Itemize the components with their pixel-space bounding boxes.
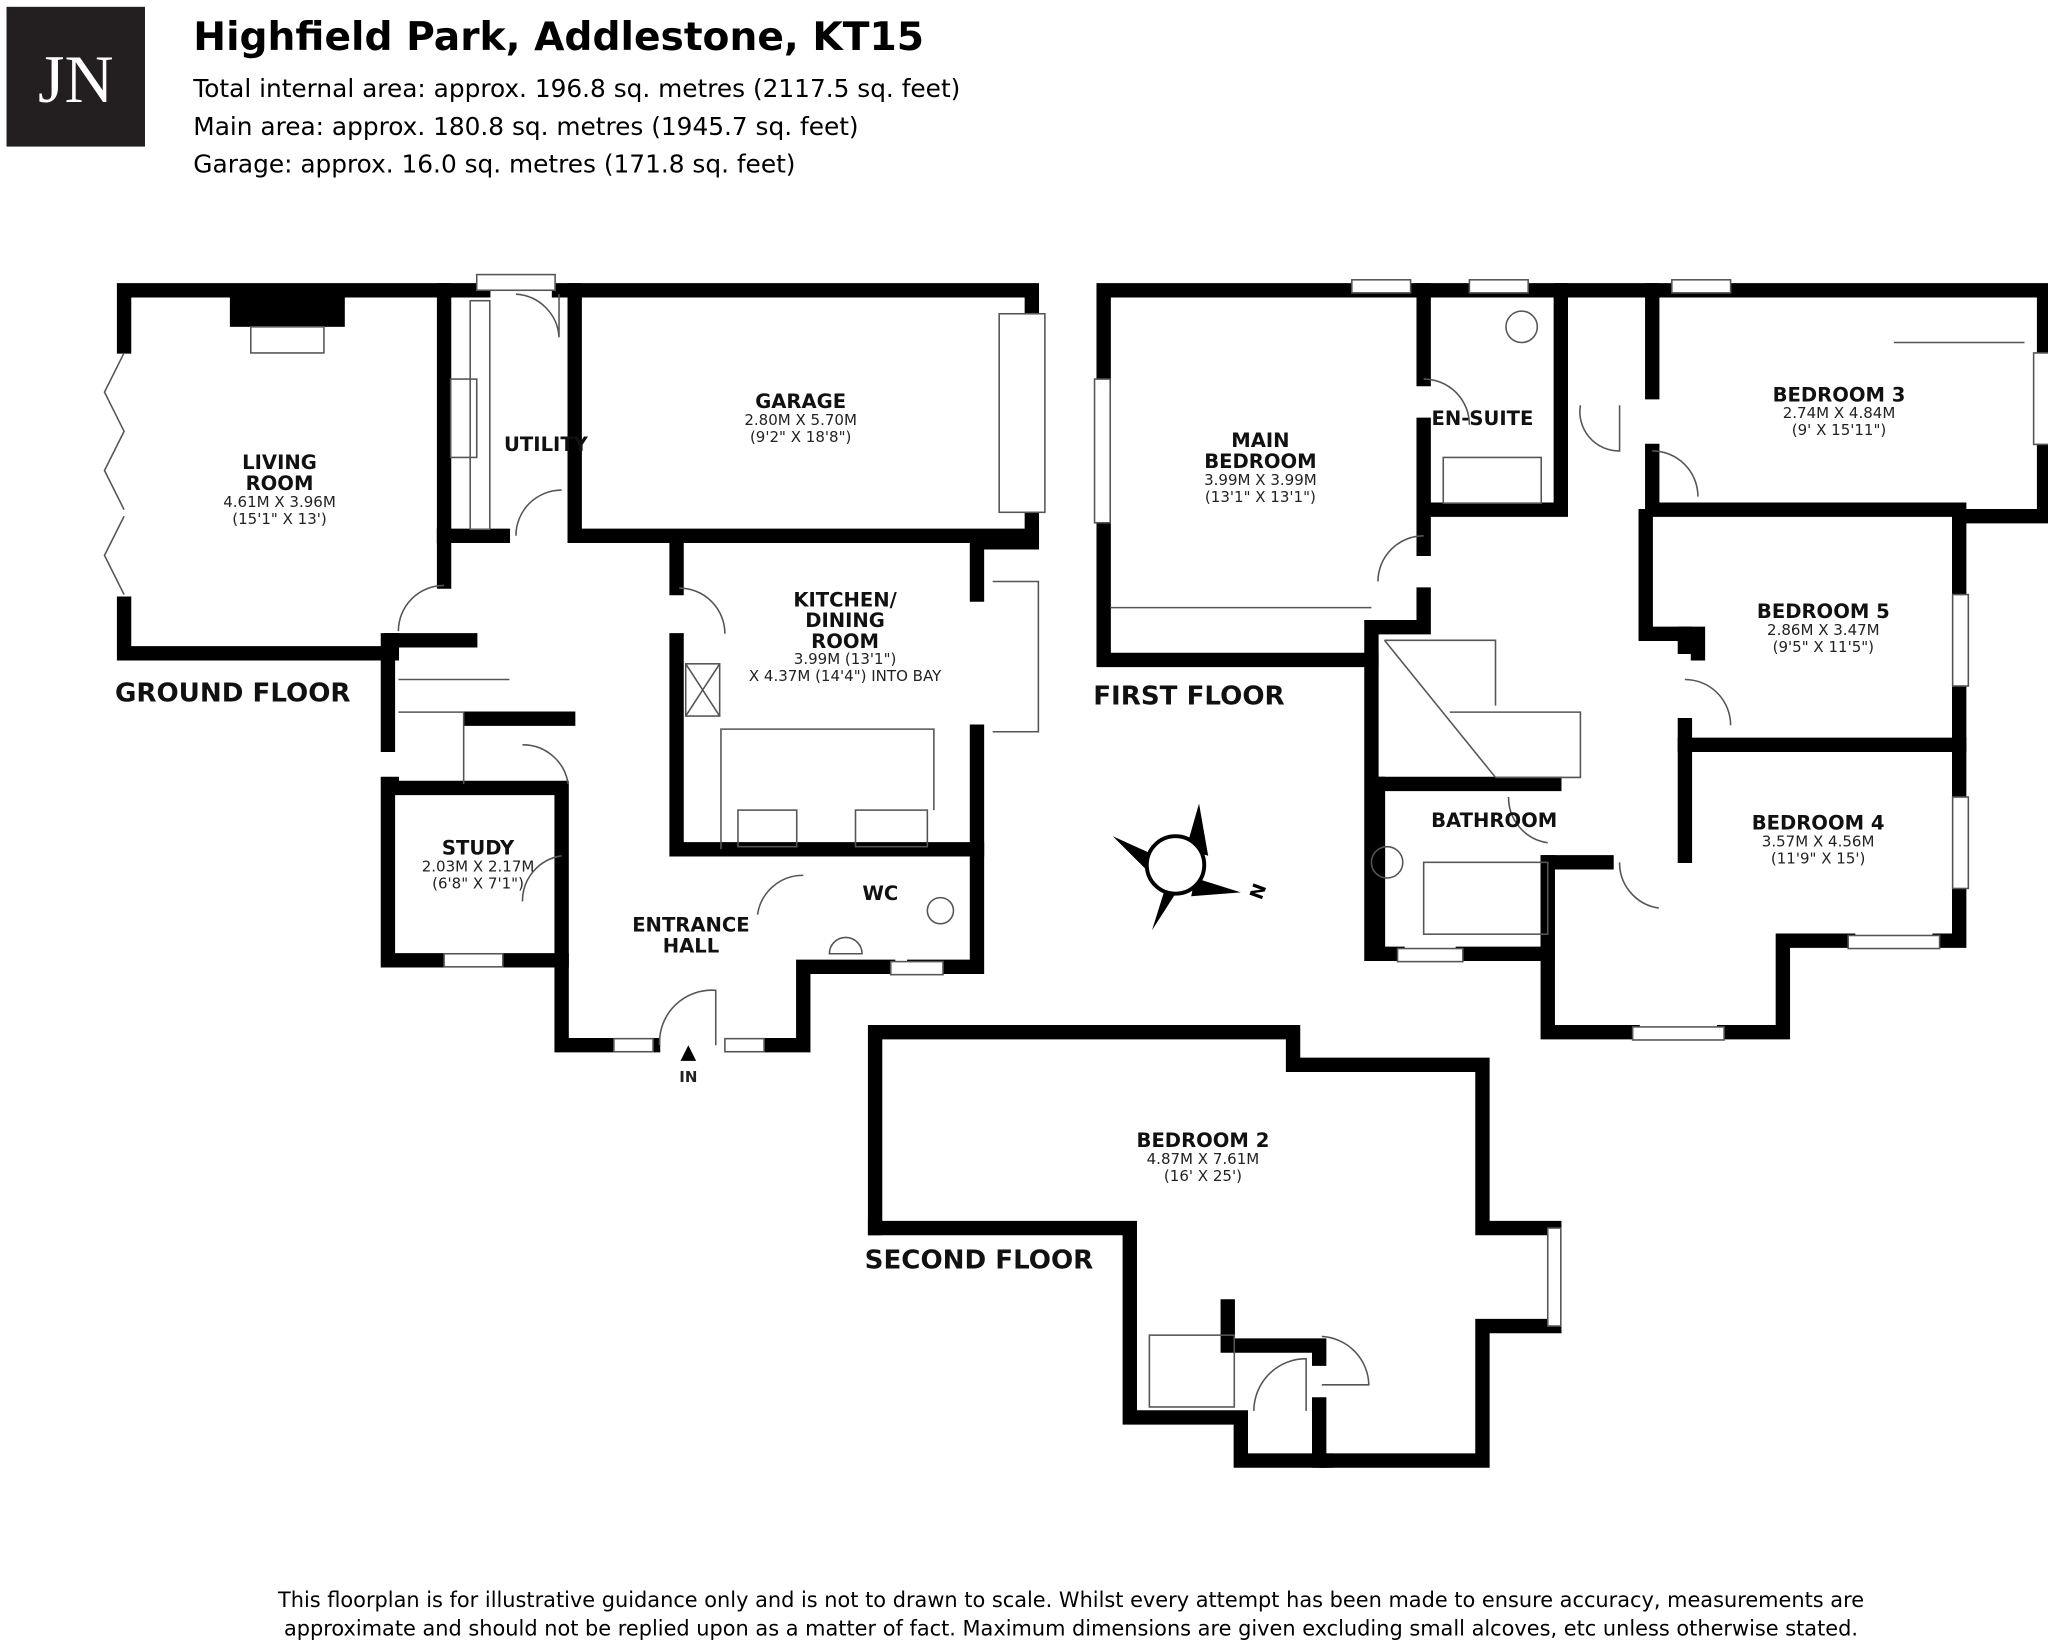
svg-text:ROOM: ROOM: [811, 630, 879, 653]
svg-text:KITCHEN/: KITCHEN/: [793, 588, 897, 611]
svg-text:2.86M X 3.47M: 2.86M X 3.47M: [1767, 621, 1880, 639]
floor-label-second: SECOND FLOOR: [865, 1246, 1094, 1276]
disclaimer-line-1: This floorplan is for illustrative guida…: [277, 1588, 1864, 1612]
svg-text:MAIN: MAIN: [1231, 429, 1289, 452]
svg-text:(9'5" X 11'5"): (9'5" X 11'5"): [1773, 638, 1874, 656]
svg-text:(11'9" X 15'): (11'9" X 15'): [1771, 850, 1865, 868]
room-entrance-hall: ENTRANCE HALL: [632, 914, 749, 958]
room-utility: UTILITY: [504, 433, 589, 456]
svg-text:4.87M X 7.61M: 4.87M X 7.61M: [1147, 1150, 1260, 1168]
svg-text:GARAGE: GARAGE: [755, 390, 846, 413]
svg-text:X 4.37M (14'4") INTO BAY: X 4.37M (14'4") INTO BAY: [749, 667, 942, 685]
room-bedroom-5: BEDROOM 5 2.86M X 3.47M (9'5" X 11'5"): [1757, 600, 1890, 656]
disclaimer-line-2: approximate and should not be replied up…: [284, 1617, 1858, 1641]
room-bedroom-2: BEDROOM 2 4.87M X 7.61M (16' X 25'): [1137, 1129, 1270, 1185]
svg-text:(13'1" X 13'1"): (13'1" X 13'1"): [1205, 488, 1316, 506]
svg-text:STUDY: STUDY: [442, 836, 515, 859]
svg-text:ENTRANCE: ENTRANCE: [632, 914, 749, 937]
svg-text:(16' X 25'): (16' X 25'): [1164, 1167, 1242, 1185]
ground-floor-plan: [103, 273, 1046, 1061]
room-kitchen-dining: KITCHEN/ DINING ROOM 3.99M (13'1") X 4.3…: [749, 588, 942, 684]
svg-text:BEDROOM 4: BEDROOM 4: [1752, 812, 1885, 835]
room-en-suite: EN-SUITE: [1431, 407, 1533, 430]
svg-text:BEDROOM 2: BEDROOM 2: [1137, 1129, 1270, 1152]
svg-text:3.99M X 3.99M: 3.99M X 3.99M: [1204, 471, 1317, 489]
svg-text:3.99M (13'1"): 3.99M (13'1"): [794, 650, 897, 668]
second-floor-plan: [867, 1024, 1562, 1468]
room-wc: WC: [862, 882, 898, 905]
svg-text:2.03M X 2.17M: 2.03M X 2.17M: [422, 857, 535, 875]
svg-text:(9' X 15'11"): (9' X 15'11"): [1792, 421, 1886, 439]
svg-text:2.80M X 5.70M: 2.80M X 5.70M: [744, 411, 857, 429]
page-title: Highfield Park, Addlestone, KT15: [193, 15, 924, 60]
svg-text:(9'2" X 18'8"): (9'2" X 18'8"): [750, 428, 851, 446]
svg-text:HALL: HALL: [663, 934, 720, 957]
floor-label-ground: GROUND FLOOR: [115, 679, 351, 709]
room-bedroom-4: BEDROOM 4 3.57M X 4.56M (11'9" X 15'): [1752, 812, 1885, 868]
svg-text:DINING: DINING: [805, 609, 885, 632]
floor-label-first: FIRST FLOOR: [1093, 681, 1284, 711]
room-garage: GARAGE 2.80M X 5.70M (9'2" X 18'8"): [744, 390, 857, 446]
area-main: Main area: approx. 180.8 sq. metres (194…: [193, 112, 858, 141]
svg-text:(15'1" X 13'): (15'1" X 13'): [232, 510, 326, 528]
logo: JN: [6, 6, 145, 147]
first-floor-plan: [1093, 279, 2048, 1041]
svg-text:4.61M X 3.96M: 4.61M X 3.96M: [223, 493, 336, 511]
logo-text: JN: [38, 41, 113, 117]
area-total: Total internal area: approx. 196.8 sq. m…: [192, 74, 960, 103]
room-living-room: LIVING ROOM 4.61M X 3.96M (15'1" X 13'): [223, 451, 336, 528]
area-garage: Garage: approx. 16.0 sq. metres (171.8 s…: [193, 150, 795, 179]
room-main-bedroom: MAIN BEDROOM 3.99M X 3.99M (13'1" X 13'1…: [1204, 429, 1317, 506]
svg-text:3.57M X 4.56M: 3.57M X 4.56M: [1762, 833, 1875, 851]
svg-text:2.74M X 4.84M: 2.74M X 4.84M: [1783, 404, 1896, 422]
svg-text:LIVING: LIVING: [242, 451, 317, 474]
svg-text:(6'8" X 7'1"): (6'8" X 7'1"): [432, 874, 524, 892]
compass-north-label: N: [1246, 881, 1271, 903]
svg-text:BEDROOM 3: BEDROOM 3: [1773, 383, 1906, 406]
compass-rose-icon: N: [1112, 803, 1271, 931]
room-study: STUDY 2.03M X 2.17M (6'8" X 7'1"): [422, 836, 535, 892]
svg-text:BEDROOM 5: BEDROOM 5: [1757, 600, 1890, 623]
room-bedroom-3: BEDROOM 3 2.74M X 4.84M (9' X 15'11"): [1773, 383, 1906, 439]
svg-text:ROOM: ROOM: [246, 472, 314, 495]
room-bathroom: BATHROOM: [1431, 809, 1557, 832]
svg-text:BEDROOM: BEDROOM: [1204, 450, 1316, 473]
entrance-marker: IN: [679, 1068, 697, 1086]
